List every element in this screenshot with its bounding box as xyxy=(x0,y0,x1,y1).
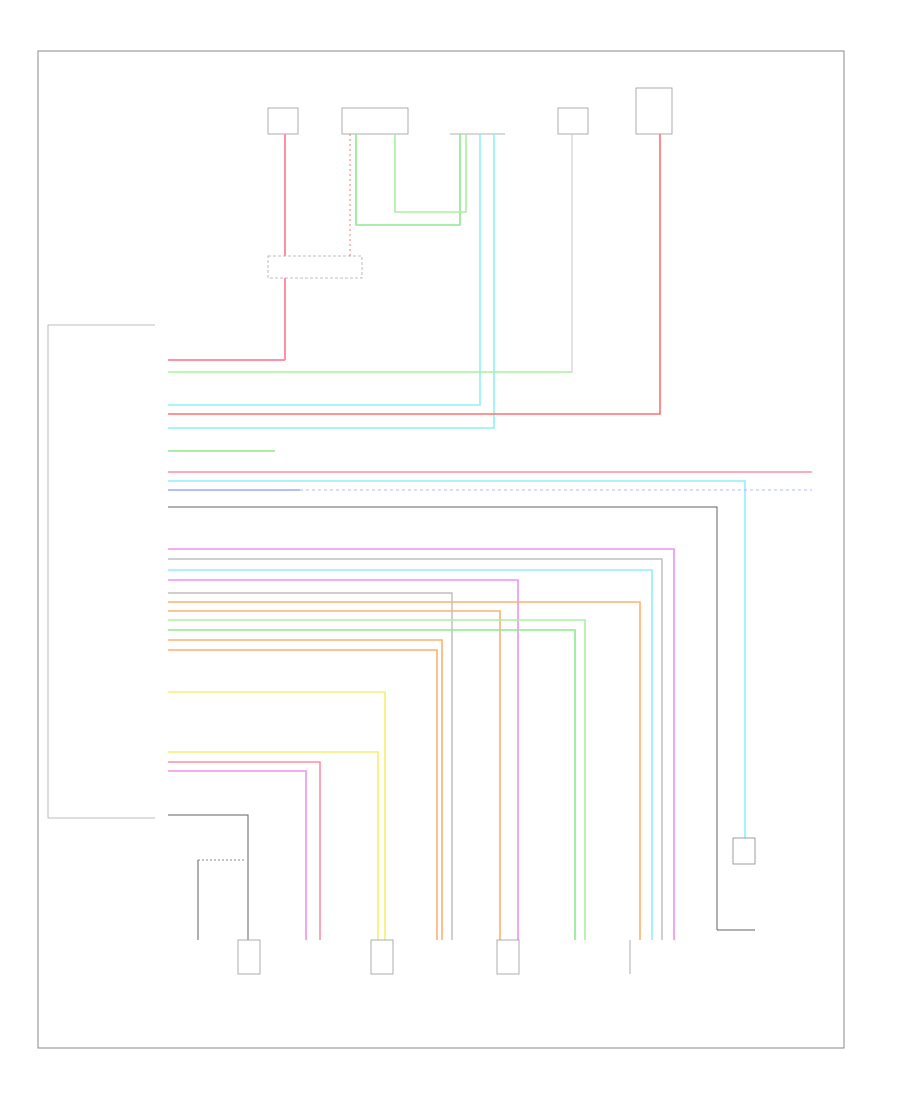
right-switch xyxy=(717,837,756,931)
block1-wires xyxy=(168,450,812,930)
block2-wires xyxy=(168,548,675,940)
splice-box xyxy=(267,255,363,279)
diagram-border xyxy=(37,50,845,1049)
block3-wires xyxy=(168,691,386,940)
top-component-1 xyxy=(267,107,299,135)
top-wires xyxy=(168,134,661,429)
module-outline xyxy=(47,324,155,819)
bottom-components xyxy=(237,939,631,975)
top-component-2 xyxy=(341,107,409,135)
top-component-5 xyxy=(635,87,673,135)
top-component-4 xyxy=(557,107,589,135)
